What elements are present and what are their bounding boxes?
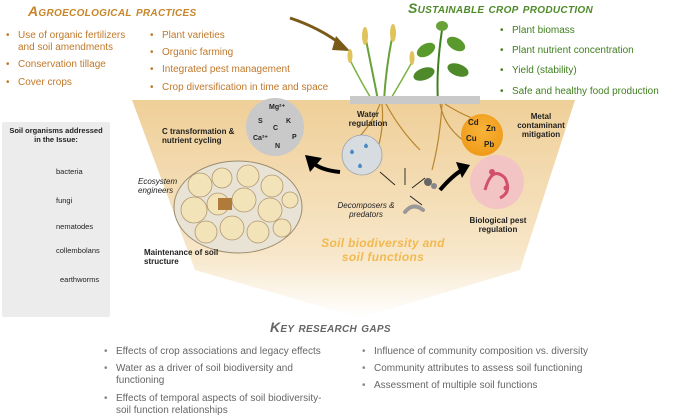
nutrient-ca: Ca²⁺ [253,135,268,142]
gap-item-temporal-aspects: Effects of temporal aspects of soil biod… [104,393,334,417]
metal-pb: Pb [484,140,495,149]
nutrient-mg: Mg²⁺ [269,104,286,111]
label-metal-mitigation: Metal contaminant mitigation [517,112,565,140]
soil-background [132,100,575,318]
nutrient-n: N [275,143,281,150]
soil-organisms-title: Soil organisms addressed in the Issue: [9,126,103,145]
agro-item-plant-varieties: Plant varieties [150,30,350,42]
organism-label-earthworms: earthworms [60,275,100,284]
label-c-transformation: C transformation & nutrient cycling [162,127,235,146]
metal-zn: Zn [486,124,496,133]
crop-item-nutrient-concentration: Plant nutrient concentration [500,45,685,57]
research-gaps-right-list: Influence of community composition vs. d… [362,346,662,398]
nutrient-k: K [286,118,292,125]
agro-right-list: Plant varieties Organic farming Integrat… [150,30,350,99]
nutrient-s: S [258,118,263,125]
crop-production-title: Sustainable crop production [408,0,594,16]
fungal-block [218,198,232,210]
pest-circle [470,155,524,209]
interaction-arrows [379,168,426,206]
research-gaps-title: Key research gaps [270,319,391,335]
label-soil-structure: Maintenance of soil structure [144,248,219,267]
crop-item-safe-food: Safe and healthy food production [500,86,685,98]
metal-cu: Cu [466,134,477,143]
water-regulation-circle [341,134,383,176]
organism-label-collembolans: collembolans [56,246,100,255]
earthworm-in-soil [403,204,425,214]
gap-item-community-composition: Influence of community composition vs. d… [362,346,662,358]
agro-left-list: Use of organic fertilizers and soil amen… [6,30,138,94]
organism-label-bacteria: bacteria [56,167,83,176]
nutrient-p: P [292,134,297,141]
ground-surface [350,96,480,104]
organism-label-fungi: fungi [56,196,73,205]
agro-item-organic-farming: Organic farming [150,47,350,59]
label-water-regulation: Water regulation [348,110,388,129]
label-ecosystem-engineers: Ecosystem engineers [138,177,178,196]
label-pest-regulation: Biological pest regulation [469,216,527,235]
label-decomposers: Decomposers & predators [337,201,395,220]
gap-item-crop-associations: Effects of crop associations and legacy … [104,346,334,358]
bacteria-in-soil [424,178,432,186]
gap-item-water-driver: Water as a driver of soil biodiversity a… [104,363,334,387]
metal-circle [461,114,503,156]
organism-label-nematodes: nematodes [56,222,94,231]
nutrient-circle [246,98,304,156]
center-title: Soil biodiversity and soil functions [321,236,445,265]
crop-production-list: Plant biomass Plant nutrient concentrati… [500,25,685,103]
gap-item-community-attributes: Community attributes to assess soil func… [362,363,662,375]
agro-practices-title: Agroecological practices [28,3,197,19]
crop-item-biomass: Plant biomass [500,25,685,37]
arrow-practices-to-plants [289,16,343,47]
research-gaps-left-list: Effects of crop associations and legacy … [104,346,334,417]
arrow-practices-head [332,36,350,51]
bean-plant [413,21,469,103]
gap-item-multiple-functions: Assessment of multiple soil functions [362,380,662,392]
agro-item-crop-diversification: Crop diversification in time and space [150,82,350,94]
wheat-plant [347,24,415,101]
agro-item-ipm: Integrated pest management [150,64,350,76]
agro-item-cover-crops: Cover crops [6,77,138,89]
metal-cd: Cd [468,118,479,127]
soil-organisms-panel [2,122,110,317]
agro-item-conservation-tillage: Conservation tillage [6,59,138,71]
nutrient-c: C [273,125,279,132]
crop-item-yield: Yield (stability) [500,65,685,77]
agro-item-organic-fertilizers: Use of organic fertilizers and soil amen… [6,30,138,54]
